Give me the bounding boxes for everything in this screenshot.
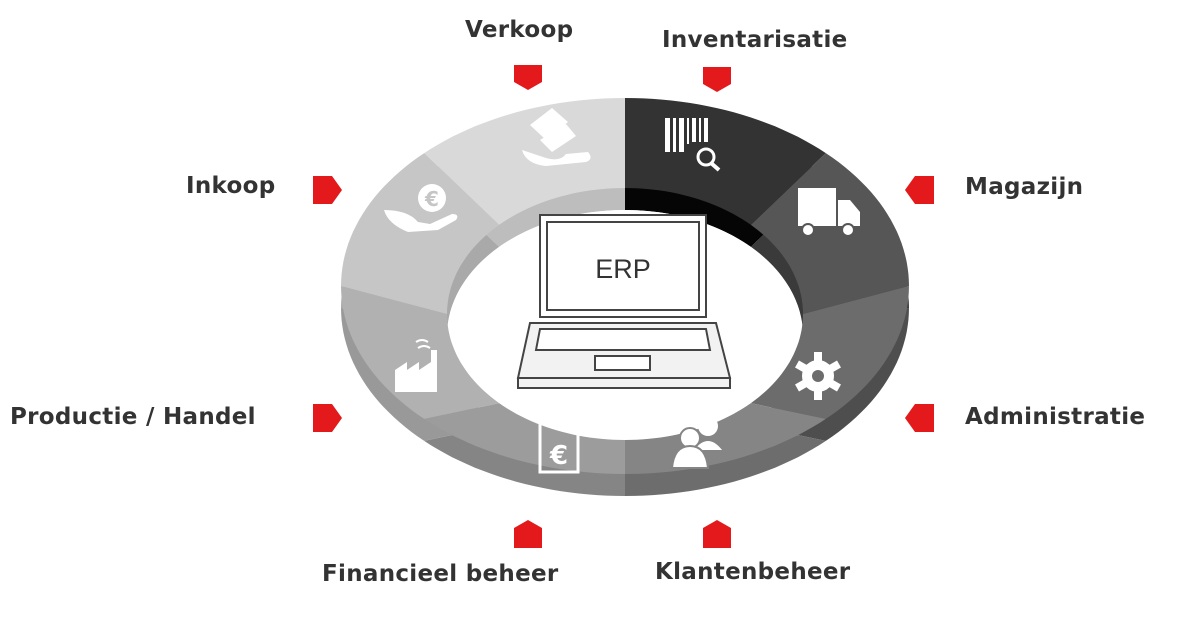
marker-klantenbeheer xyxy=(703,520,731,548)
svg-text:€: € xyxy=(424,187,439,211)
markers xyxy=(313,65,934,548)
euro-document-icon: € xyxy=(538,421,580,474)
segment-administratie[interactable] xyxy=(750,286,909,419)
label-verkoop: Verkoop xyxy=(465,17,574,43)
segment-inkoop[interactable] xyxy=(341,153,500,314)
marker-verkoop xyxy=(514,65,542,90)
label-inventarisatie: Inventarisatie xyxy=(662,27,848,53)
marker-financieel xyxy=(514,520,542,548)
label-administratie: Administratie xyxy=(965,404,1146,430)
segment-productie[interactable] xyxy=(341,286,500,419)
marker-inventarisatie xyxy=(703,67,731,92)
hand-cards-icon xyxy=(522,108,591,166)
segment-magazijn[interactable] xyxy=(750,153,909,314)
segment-financieel[interactable] xyxy=(424,403,625,474)
svg-text:€: € xyxy=(549,441,568,471)
factory-icon xyxy=(395,339,437,392)
hand-euro-icon: € xyxy=(384,184,458,232)
marker-inkoop xyxy=(313,176,342,204)
users-icon xyxy=(670,416,722,469)
barcode-search-icon xyxy=(665,118,721,172)
label-inkoop: Inkoop xyxy=(186,173,276,199)
label-klantenbeheer: Klantenbeheer xyxy=(655,559,851,585)
segment-verkoop[interactable] xyxy=(424,98,625,225)
gear-icon xyxy=(795,352,841,400)
label-productie-handel: Productie / Handel xyxy=(10,404,256,430)
marker-productie xyxy=(313,404,342,432)
label-financieel-beheer: Financieel beheer xyxy=(322,561,559,587)
marker-magazijn xyxy=(905,176,934,204)
truck-icon xyxy=(798,188,860,237)
marker-administratie xyxy=(905,404,934,432)
erp-label: ERP xyxy=(595,254,651,284)
label-magazijn: Magazijn xyxy=(965,174,1084,200)
laptop-icon xyxy=(516,214,732,389)
